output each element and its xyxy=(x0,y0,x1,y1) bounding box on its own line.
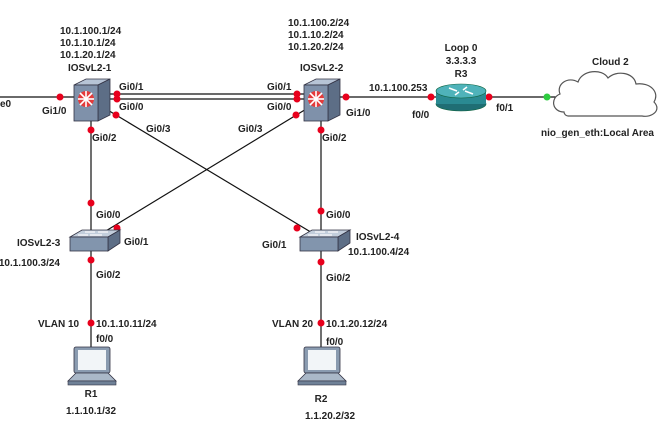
cloud-name: Cloud 2 xyxy=(592,57,629,68)
r1-port-f0-0: f0/0 xyxy=(96,334,114,345)
sw3-hostname: IOSvL2-3 xyxy=(17,238,61,249)
sw2-ip-1: 10.1.100.2/24 xyxy=(288,18,350,29)
multilayer-switch-icon[interactable] xyxy=(72,77,112,123)
port-dot xyxy=(113,90,121,98)
port-dot xyxy=(56,93,64,101)
sw1-port-gi0-1: Gi0/1 xyxy=(119,82,144,93)
left-edge-port-label: e0 xyxy=(0,99,12,110)
port-dot xyxy=(427,93,435,101)
port-dot xyxy=(293,95,301,103)
port-dot xyxy=(292,111,300,119)
r1-address: 1.1.10.1/32 xyxy=(65,406,117,417)
sw2-port-gi0-0: Gi0/0 xyxy=(267,102,292,113)
sw4-mgmt-ip: 10.1.100.4/24 xyxy=(348,247,410,258)
port-dot xyxy=(342,93,350,101)
port-dot xyxy=(87,126,95,134)
port-dot xyxy=(317,126,325,134)
port-dot xyxy=(113,95,121,103)
sw2-port-gi0-1: Gi0/1 xyxy=(267,82,292,93)
port-dot xyxy=(317,319,325,327)
r2-vlan: VLAN 20 xyxy=(272,319,314,330)
sw1-ip-1: 10.1.100.1/24 xyxy=(60,26,122,37)
sw2-port-gi0-3: Gi0/3 xyxy=(238,124,263,135)
r3-port-f0-1: f0/1 xyxy=(496,103,514,114)
host-computer-icon[interactable] xyxy=(66,345,118,391)
sw2-ip-2: 10.1.10.2/24 xyxy=(288,30,344,41)
r2-port-f0-0: f0/0 xyxy=(326,337,344,348)
multilayer-switch-icon[interactable] xyxy=(302,77,342,123)
sw4-port-gi0-2: Gi0/2 xyxy=(326,273,351,284)
sw3-port-gi0-1: Gi0/1 xyxy=(124,237,149,248)
sw1-port-gi0-2: Gi0/2 xyxy=(92,133,117,144)
link-sw1-sw4 xyxy=(90,99,325,241)
port-dot xyxy=(317,207,325,215)
sw1-ip-2: 10.1.10.1/24 xyxy=(60,38,116,49)
r3-link-ip: 10.1.100.253 xyxy=(369,83,428,94)
r3-port-f0-0: f0/0 xyxy=(412,110,430,121)
port-dot xyxy=(87,256,95,264)
sw1-hostname: IOSvL2-1 xyxy=(68,63,112,74)
r2-link-ip: 10.1.20.12/24 xyxy=(326,319,388,330)
sw1-ip-3: 10.1.20.1/24 xyxy=(60,50,116,61)
r1-hostname: R1 xyxy=(84,389,98,400)
r1-link-ip: 10.1.10.11/24 xyxy=(96,319,157,330)
cloud-icon[interactable] xyxy=(550,66,660,122)
sw3-mgmt-ip: 10.1.100.3/24 xyxy=(0,258,60,269)
port-dot xyxy=(293,90,301,98)
r3-loopback-ip: 3.3.3.3 xyxy=(445,56,477,67)
port-dot xyxy=(485,93,493,101)
sw2-hostname: IOSvL2-2 xyxy=(300,63,344,74)
sw3-port-gi0-0: Gi0/0 xyxy=(96,210,121,221)
sw4-port-gi0-0: Gi0/0 xyxy=(326,210,351,221)
sw2-ip-3: 10.1.20.2/24 xyxy=(288,42,344,53)
r3-loopback-label: Loop 0 xyxy=(444,43,478,54)
cloud-interface: nio_gen_eth:Local Area xyxy=(541,128,654,139)
sw1-port-gi0-0: Gi0/0 xyxy=(119,102,144,113)
router-icon[interactable] xyxy=(434,82,488,112)
sw3-port-gi0-2: Gi0/2 xyxy=(96,270,121,281)
switch-icon[interactable] xyxy=(68,229,122,255)
sw2-port-gi0-2: Gi0/2 xyxy=(322,133,347,144)
port-dot-green xyxy=(543,93,551,101)
port-dot xyxy=(112,111,120,119)
port-dot xyxy=(87,199,95,207)
sw2-port-gi1-0: Gi1/0 xyxy=(346,108,371,119)
sw4-hostname: IOSvL2-4 xyxy=(356,232,400,243)
r3-hostname: R3 xyxy=(454,69,468,80)
r2-address: 1.1.20.2/32 xyxy=(304,411,356,422)
sw4-port-gi0-1: Gi0/1 xyxy=(262,240,287,251)
port-dot xyxy=(87,319,95,327)
link-sw2-sw3 xyxy=(90,99,322,241)
switch-icon[interactable] xyxy=(298,229,352,255)
sw1-port-gi0-3: Gi0/3 xyxy=(146,124,171,135)
sw1-port-gi1-0: Gi1/0 xyxy=(42,106,67,117)
r2-hostname: R2 xyxy=(314,394,328,405)
host-computer-icon[interactable] xyxy=(296,345,348,391)
port-dot xyxy=(317,258,325,266)
port-dot xyxy=(293,224,301,232)
r1-vlan: VLAN 10 xyxy=(38,319,80,330)
